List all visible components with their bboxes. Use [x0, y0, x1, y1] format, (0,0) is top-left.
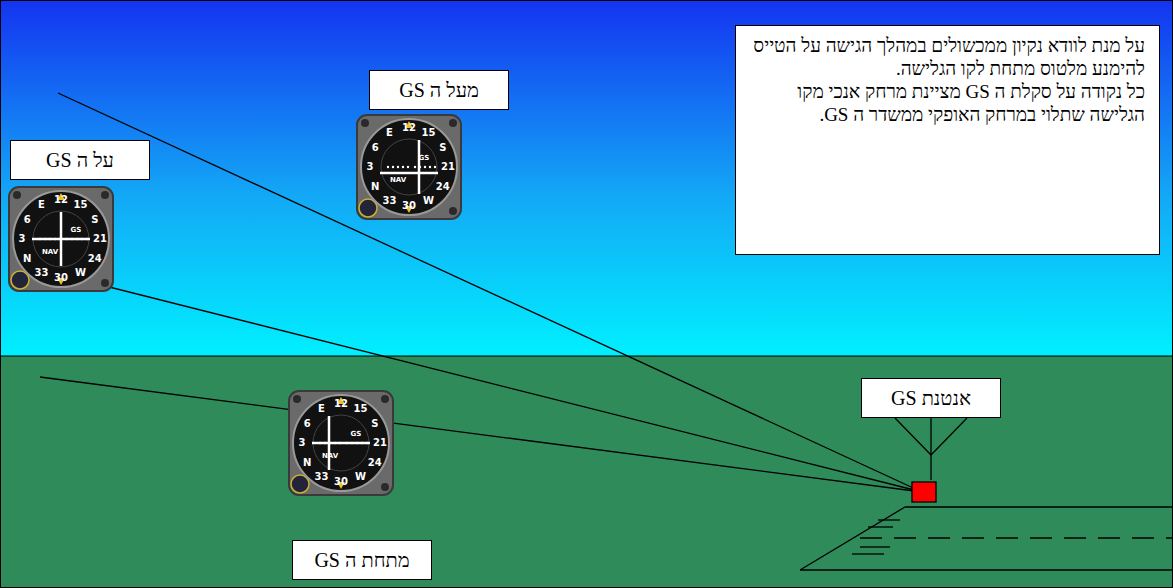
dial-marking: N — [23, 254, 31, 264]
label-text: מתחת ה GS — [300, 545, 423, 576]
dial-marking: 30 — [402, 201, 416, 211]
runway — [800, 507, 1173, 570]
note-text: על מנת לוודא נקיון ממכשולים במהלך הגישה … — [750, 34, 1145, 80]
dial-marking: N — [303, 458, 311, 468]
dial-marking: 12 — [54, 195, 68, 205]
dial-marking: 3 — [299, 438, 306, 448]
dial-marking: 3 — [19, 234, 26, 244]
dial-marking: S — [439, 143, 446, 153]
ground — [0, 356, 1173, 588]
dial-marking: 15 — [422, 128, 436, 138]
sky — [0, 0, 1173, 356]
dial-marking: E — [318, 404, 325, 414]
antenna-symbol — [895, 418, 967, 502]
nav-instrument: N 3 6E 12 15S 21 24W 30 33 GS NAV — [8, 186, 114, 292]
nav-instrument: N 3 6E 12 15S 21 24W 30 33 GS NAV — [356, 114, 462, 220]
state-label: מתחת ה GS — [292, 540, 432, 580]
label-text: על ה GS — [32, 145, 128, 176]
dial-marking: GS — [351, 429, 362, 439]
dial-marking: N — [371, 182, 379, 192]
note-box: על מנת לוודא נקיון ממכשולים במהלך הגישה … — [735, 25, 1160, 255]
dial-marking: 30 — [54, 273, 68, 283]
dial-marking: 12 — [334, 399, 348, 409]
dial-marking: 3 — [367, 162, 374, 172]
dial-marking: E — [386, 128, 393, 138]
antenna-label: אנטנת GS — [861, 378, 1001, 418]
dial-marking: 21 — [93, 234, 107, 244]
dial-marking: 24 — [88, 254, 102, 264]
state-label: על ה GS — [10, 140, 150, 180]
dial-marking: 15 — [354, 404, 368, 414]
dial-marking: W — [75, 268, 86, 278]
note-text: כל נקודה על סקלת ה GS מציינת מרחק אנכי מ… — [750, 80, 1145, 126]
dial-marking: 6 — [304, 419, 311, 429]
dial-marking: 12 — [402, 123, 416, 133]
dial-marking: 24 — [436, 182, 450, 192]
horizon-line — [0, 356, 1173, 357]
dial-marking: E — [38, 200, 45, 210]
state-label: מעל ה GS — [369, 70, 509, 110]
dial-marking: NAV — [390, 175, 406, 185]
dial-marking: 6 — [372, 143, 379, 153]
dial-marking: GS — [71, 225, 82, 235]
dial-marking: NAV — [322, 451, 338, 461]
dial-marking: 24 — [368, 458, 382, 468]
dial-marking: 30 — [334, 477, 348, 487]
dial-marking: NAV — [42, 247, 58, 257]
dial-marking: W — [423, 196, 434, 206]
label-text: אנטנת GS — [877, 383, 985, 414]
dial-marking: 33 — [35, 268, 49, 278]
dial-marking: 21 — [441, 162, 455, 172]
dial-marking: W — [355, 472, 366, 482]
dial-marking: 15 — [74, 200, 88, 210]
dial-marking: 33 — [315, 472, 329, 482]
label-text: מעל ה GS — [385, 75, 493, 106]
dial-marking: GS — [419, 153, 430, 163]
nav-instrument: N 3 6E 12 15S 21 24W 30 33 GS NAV — [288, 390, 394, 496]
dial-marking: 6 — [24, 215, 31, 225]
dial-marking: 33 — [383, 196, 397, 206]
dial-marking: 21 — [373, 438, 387, 448]
dial-marking: S — [371, 419, 378, 429]
dial-marking: S — [91, 215, 98, 225]
